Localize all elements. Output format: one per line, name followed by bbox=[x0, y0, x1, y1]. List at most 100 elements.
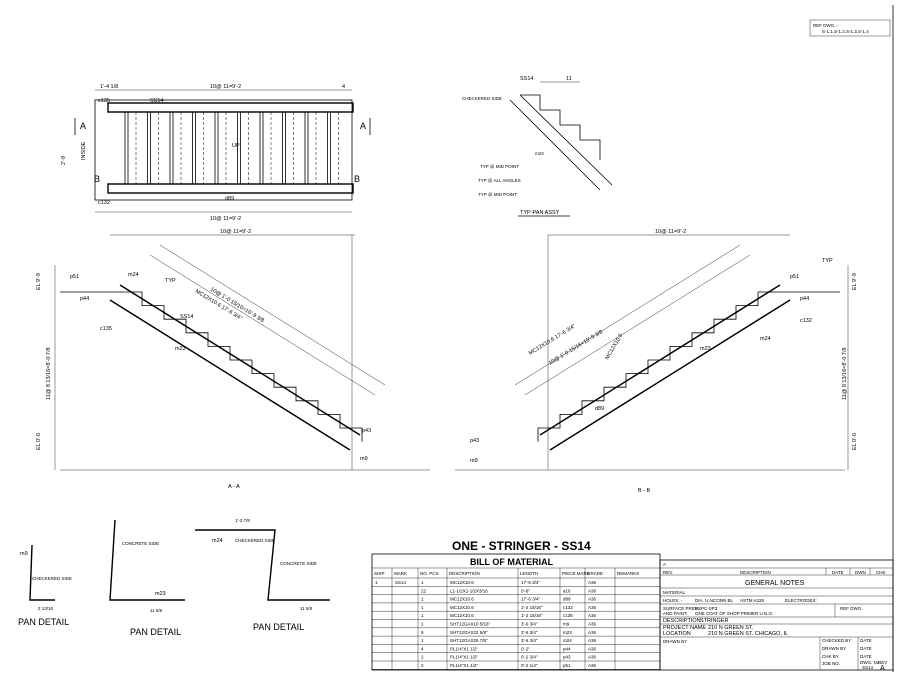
bom-cell: 0'-2 1/4" bbox=[521, 663, 538, 668]
tread bbox=[282, 111, 286, 185]
tb-surface-prep: SURFACE PREP: bbox=[663, 606, 699, 611]
aa-m23: m23 bbox=[175, 346, 186, 352]
bb-m24: m24 bbox=[760, 336, 771, 342]
pan1-mark: m9 bbox=[20, 551, 28, 557]
tb-rev-a: A bbox=[663, 562, 666, 567]
plan-left-dim: 1'-4 1/8 bbox=[100, 84, 118, 90]
tread bbox=[192, 111, 196, 185]
main-title: ONE - STRINGER - SS14 bbox=[452, 539, 591, 553]
bb-typ: TYP bbox=[822, 258, 833, 264]
bom-cell: A36 bbox=[588, 580, 597, 585]
bb-mark: MC12X10.6 bbox=[605, 333, 625, 361]
aa-m24: m24 bbox=[128, 272, 139, 278]
pan2-note: CONCRETE SIDE bbox=[122, 541, 159, 546]
tb-ref-dwg: REF DWG. bbox=[840, 606, 863, 611]
bom-cell: 1 bbox=[421, 605, 424, 610]
section-b-b: 10@ 11=9'-2 MC12X10.6 17'-6 3/4" 10@ 1'-… bbox=[455, 229, 858, 494]
plan-mark-ss14: SS14 bbox=[150, 98, 163, 104]
section-a-a: 10@ 11=9'-2 MC12X10.6 17'-6 3/4" 10@ 1'-… bbox=[36, 229, 430, 490]
tread bbox=[214, 111, 219, 185]
bom-cell: 3'-6 3/4" bbox=[521, 638, 538, 643]
aa-c135: c135 bbox=[100, 326, 112, 332]
bom-cell: 0'-2 3/4" bbox=[521, 655, 538, 660]
bom-cell: 2 bbox=[421, 663, 424, 668]
tb-date: DATE bbox=[832, 570, 844, 575]
tb-date1: DATE bbox=[860, 638, 872, 643]
tb-project-label: PROJECT NAME bbox=[663, 625, 706, 631]
tb-checked-by: CHECKED BY bbox=[822, 638, 851, 643]
bom-cell: m9 bbox=[563, 622, 570, 627]
bom-cell: c132 bbox=[563, 605, 573, 610]
pan-assy-typ-mid2: TYP @ MID POINT bbox=[478, 192, 517, 197]
plan-inside-label: INSIDE bbox=[81, 141, 87, 160]
title-block: A REV. DESCRIPTION DATE DWN CHK GENERAL … bbox=[659, 559, 894, 672]
tb-location-val: 210 N GREEN ST. CHICAGO, IL bbox=[708, 631, 788, 637]
bom-cell: 1 bbox=[421, 638, 424, 643]
plan-up-label: UP bbox=[232, 143, 240, 149]
tread bbox=[147, 111, 151, 185]
bom-header: MARK bbox=[394, 571, 407, 576]
plan-mark-c132: c132 bbox=[98, 200, 110, 206]
section-marker-b-right: B bbox=[354, 174, 360, 184]
plan-right-dim: 4 bbox=[342, 84, 345, 90]
bom-cell: 1 bbox=[421, 613, 424, 618]
aa-m9: m9 bbox=[360, 456, 368, 462]
bom-cell: SHT12GAX26 7/8" bbox=[450, 638, 488, 643]
plan-width-dim: 2'-9 bbox=[61, 156, 67, 165]
bom-cell: SS14 bbox=[395, 580, 407, 585]
bom-header: DESCRIPTION bbox=[449, 571, 480, 576]
tb-dia: DIA. U.N. bbox=[695, 598, 714, 603]
tb-rev-val: A bbox=[880, 665, 885, 672]
bom-cell: A36 bbox=[588, 613, 597, 618]
plan-dim-bottom: 10@ 11=9'-2 bbox=[210, 216, 241, 222]
bb-label: B - B bbox=[638, 488, 651, 494]
bom-header: GRADE bbox=[587, 571, 603, 576]
tb-holes: HOLES: - bbox=[663, 598, 683, 603]
tb-general-notes: GENERAL NOTES bbox=[745, 580, 805, 587]
bom-cell: MC12X10.6 bbox=[450, 605, 474, 610]
bom-cell: 2 bbox=[421, 655, 424, 660]
bom-header: PIECE MARK bbox=[562, 571, 590, 576]
bom-cell: MC12X10.6 bbox=[450, 580, 474, 585]
bom-cell: m24 bbox=[563, 638, 572, 643]
aa-height: 11@ 8 13/16=8'-0 7/8 bbox=[46, 347, 52, 400]
bom-cell: 17'-6 3/4" bbox=[521, 580, 540, 585]
bb-p44: p44 bbox=[800, 296, 809, 302]
bom-cell: p43 bbox=[563, 655, 571, 660]
bom-cell: A36 bbox=[588, 588, 597, 593]
bom-header: LENGTH bbox=[520, 571, 538, 576]
tread bbox=[259, 111, 264, 185]
bom-cell: A36 bbox=[588, 622, 597, 627]
tb-rev: REV. bbox=[663, 570, 673, 575]
tb-surface-prep-val: SSPC-SP3 bbox=[695, 606, 718, 611]
bom-cell: 1 bbox=[375, 580, 378, 585]
bb-d89: d89 bbox=[595, 406, 604, 412]
tb-drawn-by2: DRAWN BY bbox=[822, 646, 846, 651]
bb-c132: c132 bbox=[800, 318, 812, 324]
pan3-dim2: 1'-2 7/8 bbox=[235, 518, 250, 523]
bom-cell: PL1/4"X1 1/2" bbox=[450, 646, 478, 651]
bb-p51: p51 bbox=[790, 274, 799, 280]
tb-description: DESCRIPTION bbox=[740, 570, 771, 575]
plan-dim-top: 10@ 11=9'-2 bbox=[210, 84, 241, 90]
tread bbox=[169, 111, 174, 185]
bom-cell: p51 bbox=[563, 663, 571, 668]
bb-dim-top: 10@ 11=9'-2 bbox=[655, 229, 686, 235]
bom-cell: A36 bbox=[588, 630, 597, 635]
bom-cell: L1-1/2X1-1/2X3/16 bbox=[450, 588, 488, 593]
tread bbox=[327, 111, 331, 185]
tb-and-paint: AND PAINT: bbox=[663, 611, 687, 616]
bom-cell: 0'-8" bbox=[521, 588, 530, 593]
section-marker-b-left: B bbox=[94, 174, 100, 184]
bom-cell: d89 bbox=[563, 597, 571, 602]
pan-assy-mark: SS14 bbox=[520, 76, 533, 82]
pan2-title: PAN DETAIL bbox=[130, 627, 181, 637]
bom-header: REMARKS bbox=[617, 571, 639, 576]
bom-cell: 1'-2 15/16" bbox=[521, 605, 543, 610]
tb-conn: CONN BL bbox=[713, 598, 734, 603]
aa-label: A - A bbox=[228, 484, 240, 490]
pan-assy-typ-mid: TYP @ MID POINT bbox=[480, 164, 519, 169]
section-marker-a-right: A bbox=[360, 121, 366, 131]
bom-cell: 3'-6 3/4" bbox=[521, 622, 538, 627]
